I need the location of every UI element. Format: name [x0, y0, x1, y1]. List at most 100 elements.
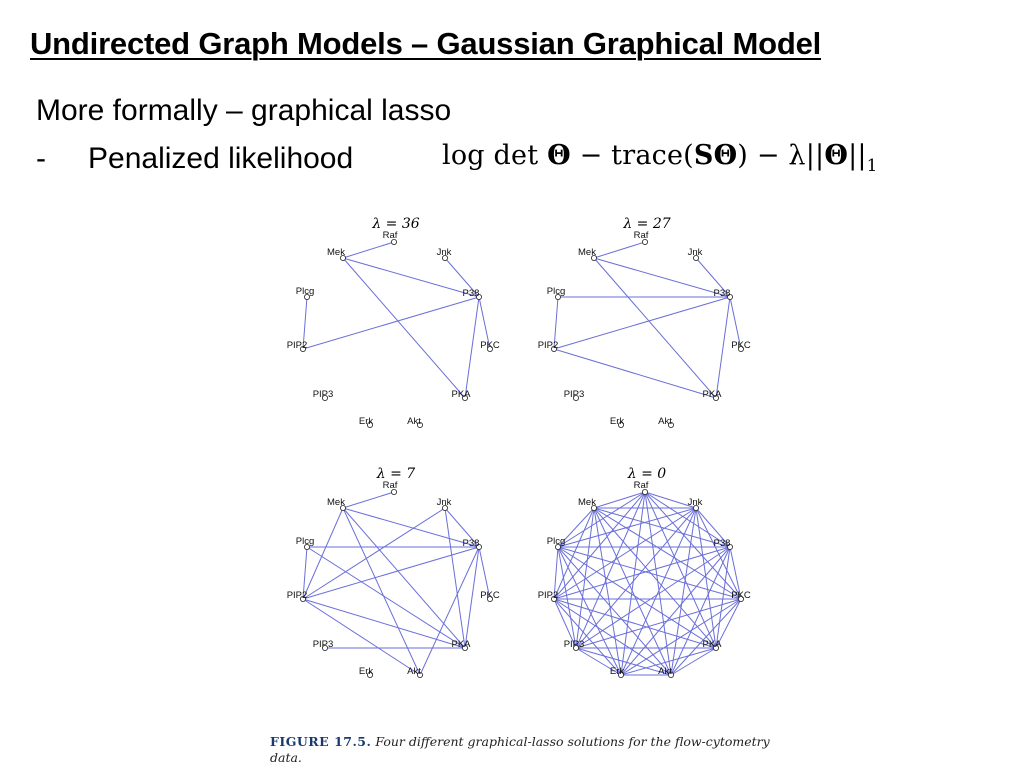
graph-node-jnk: [441, 254, 448, 261]
formula-norm-close: ||: [848, 140, 867, 171]
graph-node-pka: [461, 645, 468, 652]
graph-edge-akt-pip2: [553, 598, 672, 676]
node-label-plcg: Plcg: [296, 286, 314, 297]
node-label-pip2: PIP2: [287, 340, 308, 351]
node-label-pip3: PIP3: [564, 639, 585, 650]
bullet-dash: -: [36, 142, 46, 175]
node-label-pip2: PIP2: [538, 340, 559, 351]
graph-node-pip3: [573, 394, 580, 401]
graph-node-mek: [339, 504, 346, 511]
graph-node-pka: [461, 394, 468, 401]
node-label-mek: Mek: [578, 247, 596, 258]
graph-node-pkc: [486, 345, 493, 352]
graph-edge-pip2-mek: [553, 507, 595, 600]
bullet-item: -Penalized likelihood: [36, 142, 353, 176]
node-label-pip2: PIP2: [538, 590, 559, 601]
graph-node-mek: [591, 254, 598, 261]
node-label-jnk: Jnk: [437, 247, 452, 258]
graph-node-pip2: [299, 345, 306, 352]
graph-edge-jnk-p38: [444, 257, 480, 298]
graph-node-pip2: [551, 345, 558, 352]
graph-edge-pip2-akt: [302, 598, 421, 676]
graph-node-plcg: [555, 544, 562, 551]
graph-edge-p38-pip2: [553, 296, 731, 350]
graph-node-jnk: [693, 254, 700, 261]
graph-edge-erk-mek: [593, 507, 622, 676]
graph-edge-erk-pip3: [575, 647, 622, 676]
node-label-p38: P38: [463, 288, 480, 299]
graph-edge-mek-akt: [342, 507, 421, 676]
graph-edge-p38-pip2: [302, 296, 480, 350]
graph-edge-mek-pka: [342, 507, 466, 649]
node-label-plcg: Plcg: [547, 536, 565, 547]
graph-edge-mek-p38: [342, 257, 480, 298]
node-label-plcg: Plcg: [296, 536, 314, 547]
node-label-jnk: Jnk: [688, 247, 703, 258]
graph-edge-pip3-plcg: [557, 546, 577, 649]
node-label-pka: PKA: [702, 639, 722, 650]
node-label-akt: Akt: [658, 416, 672, 427]
node-label-mek: Mek: [327, 497, 345, 508]
graph-node-erk: [366, 672, 373, 679]
graph-node-mek: [339, 254, 346, 261]
graph-edge-jnk-pka: [444, 507, 466, 649]
graph-edge-raf-pip2: [553, 491, 646, 600]
graph-node-pka: [713, 645, 720, 652]
graph-edge-jnk-pip2: [553, 507, 697, 600]
graph-node-erk: [618, 672, 625, 679]
graph-edge-mek-raf: [342, 241, 395, 259]
graph-edge-pkc-mek: [593, 507, 742, 600]
graph-panel-title: λ = 27: [622, 216, 670, 232]
node-label-pkc: PKC: [480, 340, 500, 351]
graph-edge-p38-pkc: [729, 546, 742, 600]
graph-edge-pip2-pka: [302, 598, 466, 649]
graph-node-raf: [642, 238, 649, 245]
graph-edge-erk-pip2: [553, 598, 622, 676]
node-label-pip2: PIP2: [287, 590, 308, 601]
node-label-erk: Erk: [610, 416, 625, 427]
node-label-erk: Erk: [359, 416, 374, 427]
node-label-p38: P38: [714, 288, 731, 299]
node-label-raf: Raf: [634, 230, 649, 241]
slide-subtitle: More formally – graphical lasso: [36, 94, 452, 127]
graph-edge-p38-pip3: [575, 546, 731, 649]
graph-edge-pkc-plcg: [557, 546, 742, 600]
node-label-pka: PKA: [451, 639, 471, 650]
graph-edge-pkc-pka: [715, 598, 742, 649]
node-label-akt: Akt: [407, 416, 421, 427]
slide-title: Undirected Graph Models – Gaussian Graph…: [30, 26, 822, 61]
graph-edge-jnk-pka: [695, 507, 717, 649]
graph-node-pip2: [299, 596, 306, 603]
graph-node-pkc: [738, 345, 745, 352]
graph-edge-p38-erk: [620, 546, 731, 676]
graph-panel-title: λ = 36: [371, 216, 419, 232]
graph-node-akt: [668, 672, 675, 679]
graph-edge-mek-pka: [593, 257, 717, 399]
graph-edge-pip2-pka: [553, 348, 717, 399]
graph-panel-title: λ = 7: [376, 466, 416, 482]
graph-edge-p38-pka: [715, 296, 731, 399]
graph-edge-raf-p38: [644, 491, 731, 548]
graph-edge-jnk-pip2: [302, 507, 446, 600]
node-label-mek: Mek: [327, 247, 345, 258]
node-label-pka: PKA: [451, 389, 471, 400]
node-label-erk: Erk: [359, 666, 374, 677]
node-label-pip3: PIP3: [564, 389, 585, 400]
graph-node-p38: [727, 293, 734, 300]
graph-node-p38: [727, 544, 734, 551]
graph-node-p38: [475, 544, 482, 551]
graph-edge-jnk-pkc: [695, 507, 742, 600]
node-label-pip3: PIP3: [313, 389, 334, 400]
graph-edge-pka-erk: [620, 647, 717, 676]
graph-edge-akt-mek: [593, 507, 672, 676]
graph-edge-p38-mek: [593, 507, 731, 548]
graph-edge-pka-plcg: [557, 546, 717, 649]
graph-node-plcg: [303, 544, 310, 551]
graph-edge-plcg-mek: [557, 507, 595, 548]
graph-edge-jnk-p38: [695, 507, 731, 548]
node-label-mek: Mek: [578, 497, 596, 508]
graph-node-pip3: [321, 645, 328, 652]
